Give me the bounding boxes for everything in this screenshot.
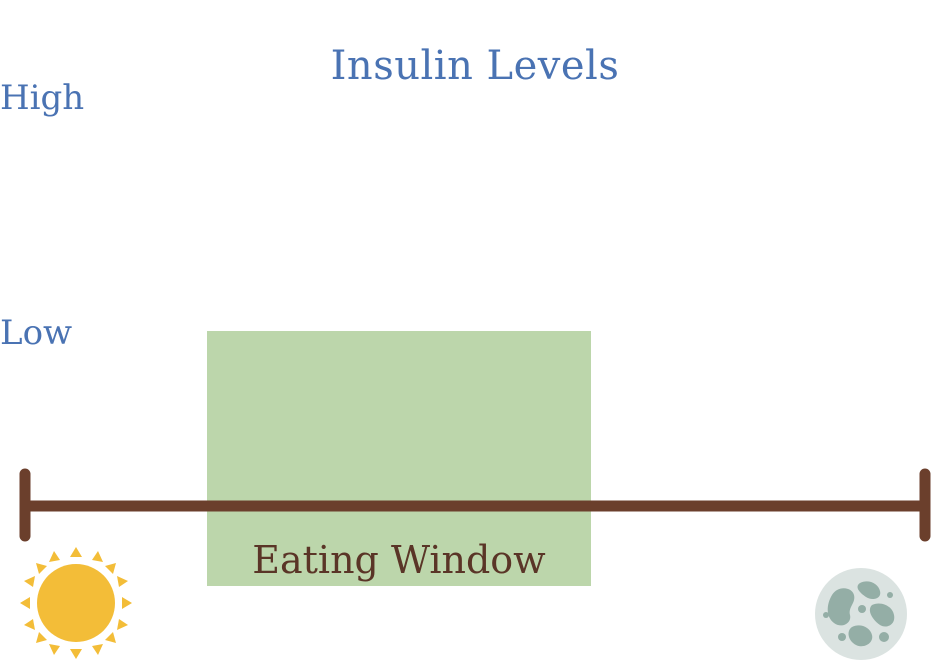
diagram-title: Insulin Levels xyxy=(330,43,620,89)
eating-window-label: Eating Window xyxy=(252,538,546,582)
y-label-high: High xyxy=(0,78,85,118)
y-label-low: Low xyxy=(0,313,73,353)
moon-icon xyxy=(815,568,907,660)
sun-icon xyxy=(20,547,132,659)
eating-window-block xyxy=(207,331,591,586)
